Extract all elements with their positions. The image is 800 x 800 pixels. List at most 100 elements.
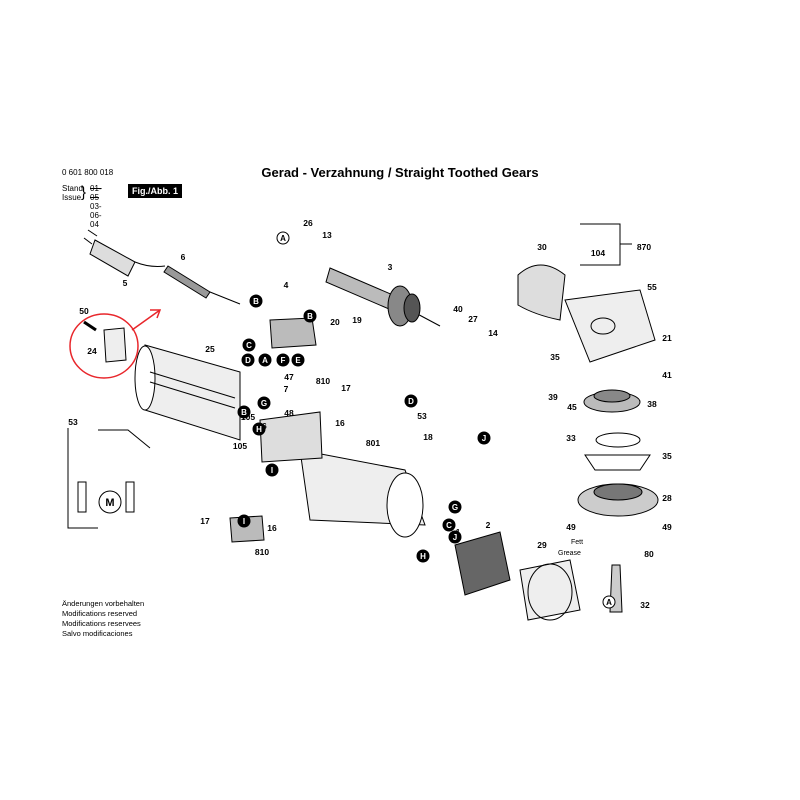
field-coil-drawing (454, 531, 511, 596)
part-label: 40 (453, 304, 463, 314)
armature-drawing (325, 267, 441, 327)
part-label: 48 (284, 408, 294, 418)
cable-sleeve-drawing (163, 265, 241, 305)
connector-marker-letter: J (453, 533, 457, 542)
connector-marker-circle (276, 231, 290, 245)
switch-drawing (229, 411, 323, 543)
part-label: 49 (566, 522, 576, 532)
connector-marker-letter: E (295, 356, 301, 365)
part-label: 17 (341, 383, 351, 393)
part-label: 4 (284, 280, 289, 290)
part-label: 13 (322, 230, 332, 240)
connector-marker-letter: A (262, 356, 268, 365)
connector-marker-circle (237, 405, 251, 419)
connector-marker-letter: C (246, 341, 252, 350)
connector-marker-circle (237, 514, 251, 528)
issue-date: 03-06-04 (90, 202, 102, 229)
page-title: Gerad - Verzahnung / Straight Toothed Ge… (261, 165, 539, 180)
part-label: 16 (335, 418, 345, 428)
part-label: 35 (550, 352, 560, 362)
wiring-schematic-drawing (67, 428, 151, 529)
part-label: 18 (423, 432, 433, 442)
part-label: 6 (181, 252, 186, 262)
connector-marker-letter: G (452, 503, 458, 512)
connector-marker-circle (291, 353, 305, 367)
connector-marker-circle (265, 463, 279, 477)
power-plug-drawing (83, 229, 166, 277)
connector-marker-letter: F (281, 356, 286, 365)
part-label: 49 (662, 522, 672, 532)
connector-marker-circle (477, 431, 491, 445)
guard-drawing (517, 264, 566, 321)
part-label: 5 (123, 278, 128, 288)
connector-marker-circle (276, 353, 290, 367)
notice-de: Änderungen vorbehalten (62, 599, 145, 608)
stand-label: Stand (62, 184, 83, 193)
part-label: 53 (417, 411, 427, 421)
modifications-notice: Änderungen vorbehalten Modifications res… (62, 599, 144, 639)
notice-es: Salvo modificaciones (62, 629, 133, 638)
flange-plate-drawing (584, 432, 651, 471)
grease-label-de: Fett (571, 539, 583, 546)
part-label: 14 (488, 328, 498, 338)
part-label: 3 (388, 262, 393, 272)
part-label: 870 (637, 242, 651, 252)
part-label: 21 (662, 333, 672, 343)
brace-symbol: } (81, 184, 87, 201)
part-label: 80 (644, 549, 654, 559)
part-label: 29 (537, 540, 547, 550)
connector-marker-circle (442, 518, 456, 532)
part-label: 38 (647, 399, 657, 409)
part-870-bracket (580, 223, 621, 266)
handle-housing-drawing (299, 449, 426, 538)
part-label: 55 (647, 282, 657, 292)
connector-marker-letter: D (408, 397, 414, 406)
motor-housing-drawing (134, 344, 241, 441)
connector-marker-letter: I (271, 466, 273, 475)
connector-marker-letter: D (245, 356, 251, 365)
connector-marker-circle (252, 422, 266, 436)
connector-marker-letter: J (482, 434, 486, 443)
part-label: 25 (205, 344, 215, 354)
part-label: 26 (303, 218, 313, 228)
part-label: 17 (200, 516, 210, 526)
notice-en: Modifications reserved (62, 609, 138, 618)
highlighted-part-drawing (83, 320, 127, 363)
revision-block: Stand Issue } 01-05 03-06-04 (62, 184, 102, 229)
part-label: 27 (468, 314, 478, 324)
part-label: 50 (79, 306, 89, 316)
connector-marker-circle (241, 353, 255, 367)
part-label: 19 (352, 315, 362, 325)
motor-symbol-circle (98, 490, 122, 514)
connector-marker-letter: H (256, 425, 262, 434)
part-label: 32 (640, 600, 650, 610)
part-label: 104 (591, 248, 605, 258)
brush-holder-drawing (269, 317, 317, 349)
part-label: 41 (662, 370, 672, 380)
motor-symbol-label: M (105, 497, 114, 509)
grease-label-en: Grease (558, 550, 581, 557)
issue-label: Issue (62, 193, 82, 202)
connector-marker-circle (242, 338, 256, 352)
part-label: 810 (255, 547, 269, 557)
connector-marker-circle (448, 530, 462, 544)
part-label: 801 (366, 438, 380, 448)
connector-marker-letter: B (253, 297, 259, 306)
part-label: 33 (566, 433, 576, 443)
part-label: 16 (267, 523, 277, 533)
part-label: 7 (284, 384, 289, 394)
connector-marker-letter: G (261, 399, 267, 408)
red-highlight-callout (69, 309, 162, 379)
bearing-flange-drawing (577, 483, 659, 517)
connector-marker-circle (303, 309, 317, 323)
connector-marker-circle (602, 595, 616, 609)
document-part-number: 0 601 800 018 (62, 168, 114, 177)
stand-old-date: 01-05 (90, 184, 102, 202)
wheel-guard-drawing (519, 559, 581, 621)
connector-marker-circle (448, 500, 462, 514)
connector-marker-circle (404, 394, 418, 408)
bevel-gear-drawing (583, 389, 641, 413)
part-label: 105 (233, 441, 247, 451)
figure-label: Fig./Abb. 1 (128, 184, 182, 198)
